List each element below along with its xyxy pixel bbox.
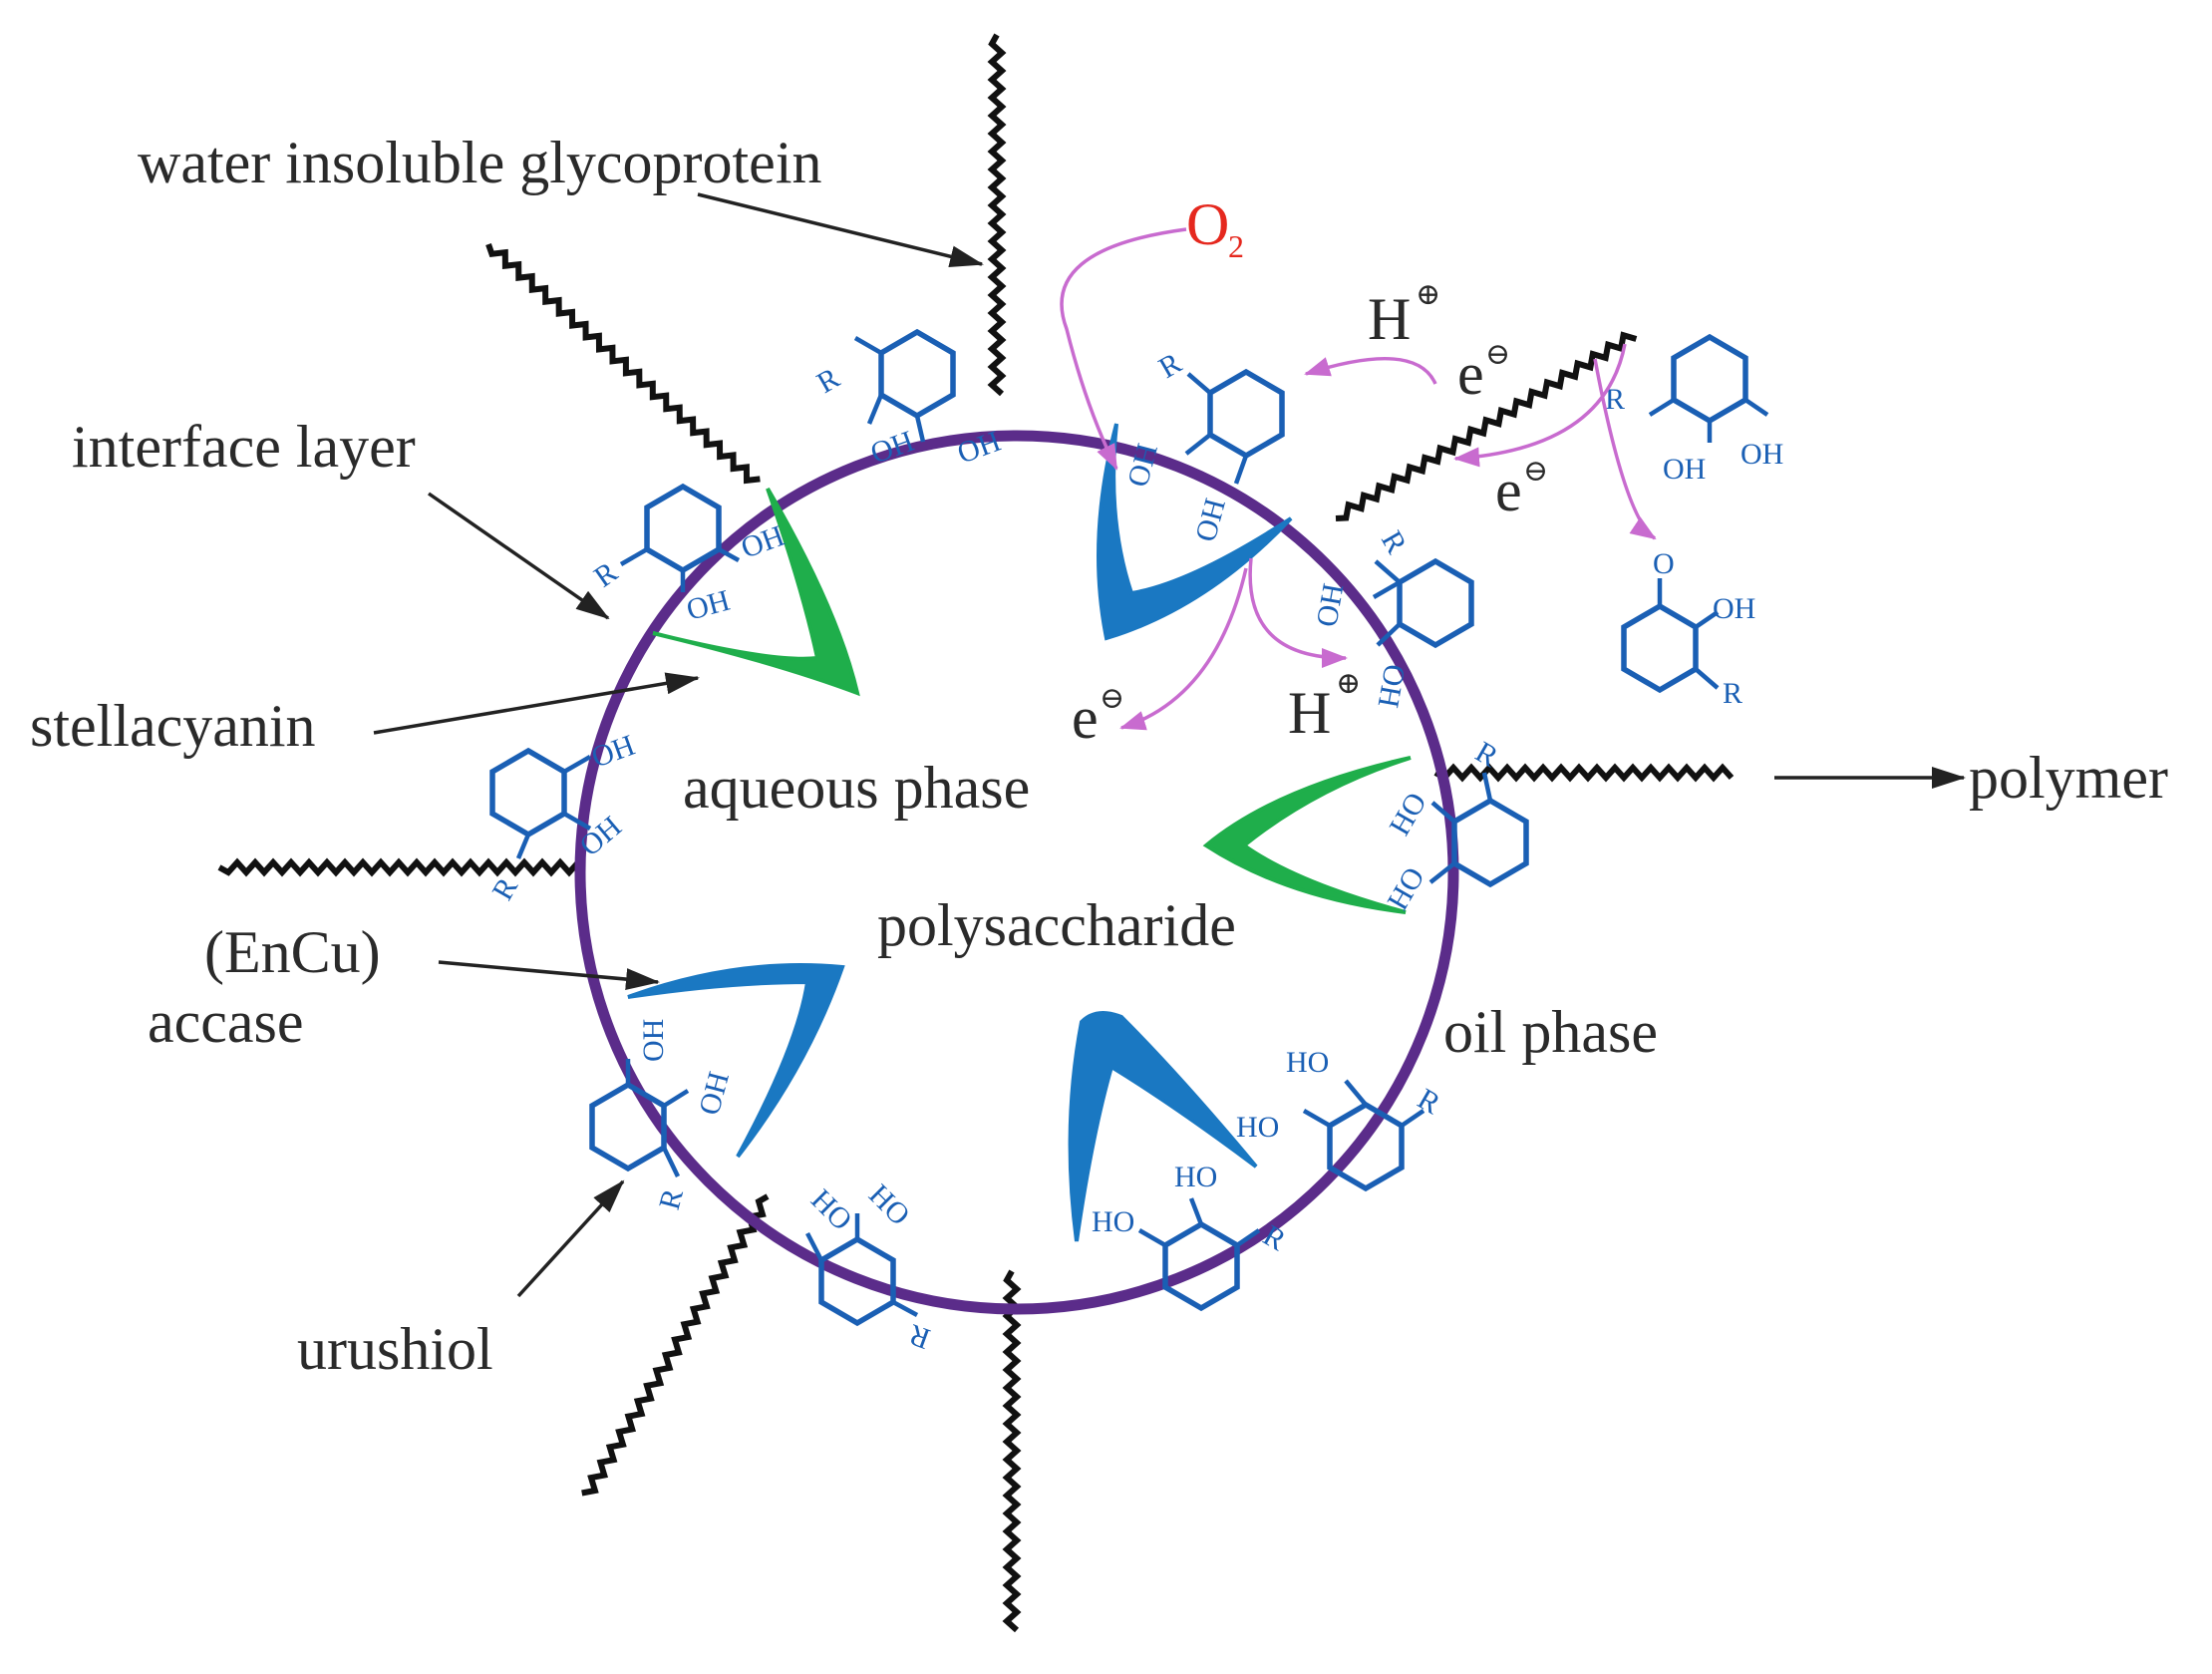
glycoprotein-chain-bottom (1002, 1269, 1022, 1633)
benzene-ring-icon (805, 1213, 919, 1327)
glycoprotein-chain-left (217, 857, 581, 877)
electron-label-1: e (1457, 341, 1484, 407)
laccase-crescent-bottom (1068, 1011, 1258, 1242)
svg-text:OH: OH (1372, 662, 1412, 710)
svg-text:OH: OH (1189, 495, 1232, 544)
glycoprotein-chain-upper-right (1335, 331, 1638, 521)
label-aqueous-phase: aqueous phase (683, 755, 1030, 821)
svg-text:OH: OH (1713, 592, 1755, 625)
benzene-ring-icon (853, 328, 956, 443)
svg-text:R: R (653, 1185, 690, 1213)
label-polysaccharide: polysaccharide (877, 892, 1236, 958)
reaction-arrows (1060, 227, 1657, 731)
label-polymer: polymer (1969, 745, 2168, 811)
label-encu: (EnCu) (204, 919, 381, 985)
label-stellacyanin: stellacyanin (30, 693, 316, 759)
svg-text:R: R (485, 872, 524, 906)
svg-text:R: R (1375, 525, 1414, 559)
svg-text:R: R (904, 1318, 934, 1356)
electron-charge-3: ⊖ (1100, 682, 1124, 715)
svg-text:HO: HO (1286, 1046, 1329, 1079)
svg-text:HO: HO (1236, 1111, 1279, 1144)
svg-text:OH: OH (587, 729, 639, 775)
glycoprotein-chain-lower-left (581, 1193, 770, 1497)
svg-text:HO: HO (1383, 787, 1432, 840)
svg-text:OH: OH (683, 584, 733, 627)
benzene-ring-icon (1648, 333, 1769, 443)
electron-charge-2: ⊖ (1523, 455, 1548, 488)
electron-label-3: e (1072, 685, 1099, 751)
svg-text:O: O (1653, 547, 1675, 580)
laccase-crescent-top (1097, 423, 1293, 641)
svg-text:R: R (1153, 346, 1187, 385)
benzene-ring-icon (589, 1059, 690, 1177)
pointer-arrows (373, 192, 1966, 1298)
proton-label-top: H (1368, 286, 1411, 352)
svg-text:R: R (588, 555, 623, 594)
svg-text:OH: OH (637, 1019, 670, 1062)
glycoprotein-chain-upper-left (485, 243, 761, 485)
benzene-ring-icon (1302, 1079, 1425, 1192)
label-glycoprotein: water insoluble glycoprotein (138, 130, 821, 195)
laccase-crescent-left (627, 963, 845, 1159)
svg-text:OH: OH (866, 425, 918, 471)
proton-charge-top: ⊕ (1416, 278, 1440, 311)
oxygen-label: O (1186, 191, 1229, 257)
benzene-ring-icon (1184, 368, 1285, 485)
label-laccase: accase (148, 989, 304, 1055)
label-oil-phase: oil phase (1443, 999, 1658, 1065)
svg-text:OH: OH (1740, 438, 1783, 471)
proton-charge-bottom: ⊕ (1336, 667, 1361, 700)
electron-label-2: e (1495, 458, 1522, 523)
urushiol-molecules: R OH OH R OH OH OH OH R R OH OH (485, 328, 1783, 1356)
stellacyanin-crescent-left (652, 487, 860, 697)
glycoprotein-chain-top (987, 33, 1007, 397)
stellacyanin-crescent-right (1202, 756, 1412, 914)
benzene-ring-icon (489, 747, 592, 859)
proton-label-bottom: H (1288, 680, 1331, 746)
benzene-ring-icon (1372, 557, 1474, 649)
benzene-ring-icon (1137, 1197, 1261, 1312)
svg-text:HO: HO (804, 1183, 858, 1237)
svg-text:OH: OH (693, 1068, 736, 1118)
enzyme-crescents (627, 423, 1412, 1242)
svg-text:R: R (811, 361, 845, 400)
label-interface-layer: interface layer (72, 414, 416, 480)
oxygen-subscript: 2 (1228, 228, 1244, 264)
svg-text:R: R (1723, 677, 1742, 710)
label-urushiol: urushiol (297, 1316, 493, 1382)
svg-text:HO: HO (1092, 1205, 1134, 1238)
svg-text:HO: HO (1174, 1161, 1217, 1193)
benzene-ring-icon (619, 483, 741, 592)
svg-text:R: R (1258, 1218, 1292, 1257)
benzene-ring-icon (1428, 772, 1529, 888)
glycoprotein-chains (217, 33, 1735, 1633)
electron-charge-1: ⊖ (1485, 338, 1510, 371)
svg-text:R: R (1605, 383, 1625, 416)
svg-text:OH: OH (1310, 581, 1350, 629)
benzene-ring-icon (1621, 578, 1720, 694)
membrane-circle (574, 430, 1459, 1315)
svg-text:OH: OH (1663, 453, 1706, 486)
svg-text:HO: HO (862, 1178, 916, 1232)
